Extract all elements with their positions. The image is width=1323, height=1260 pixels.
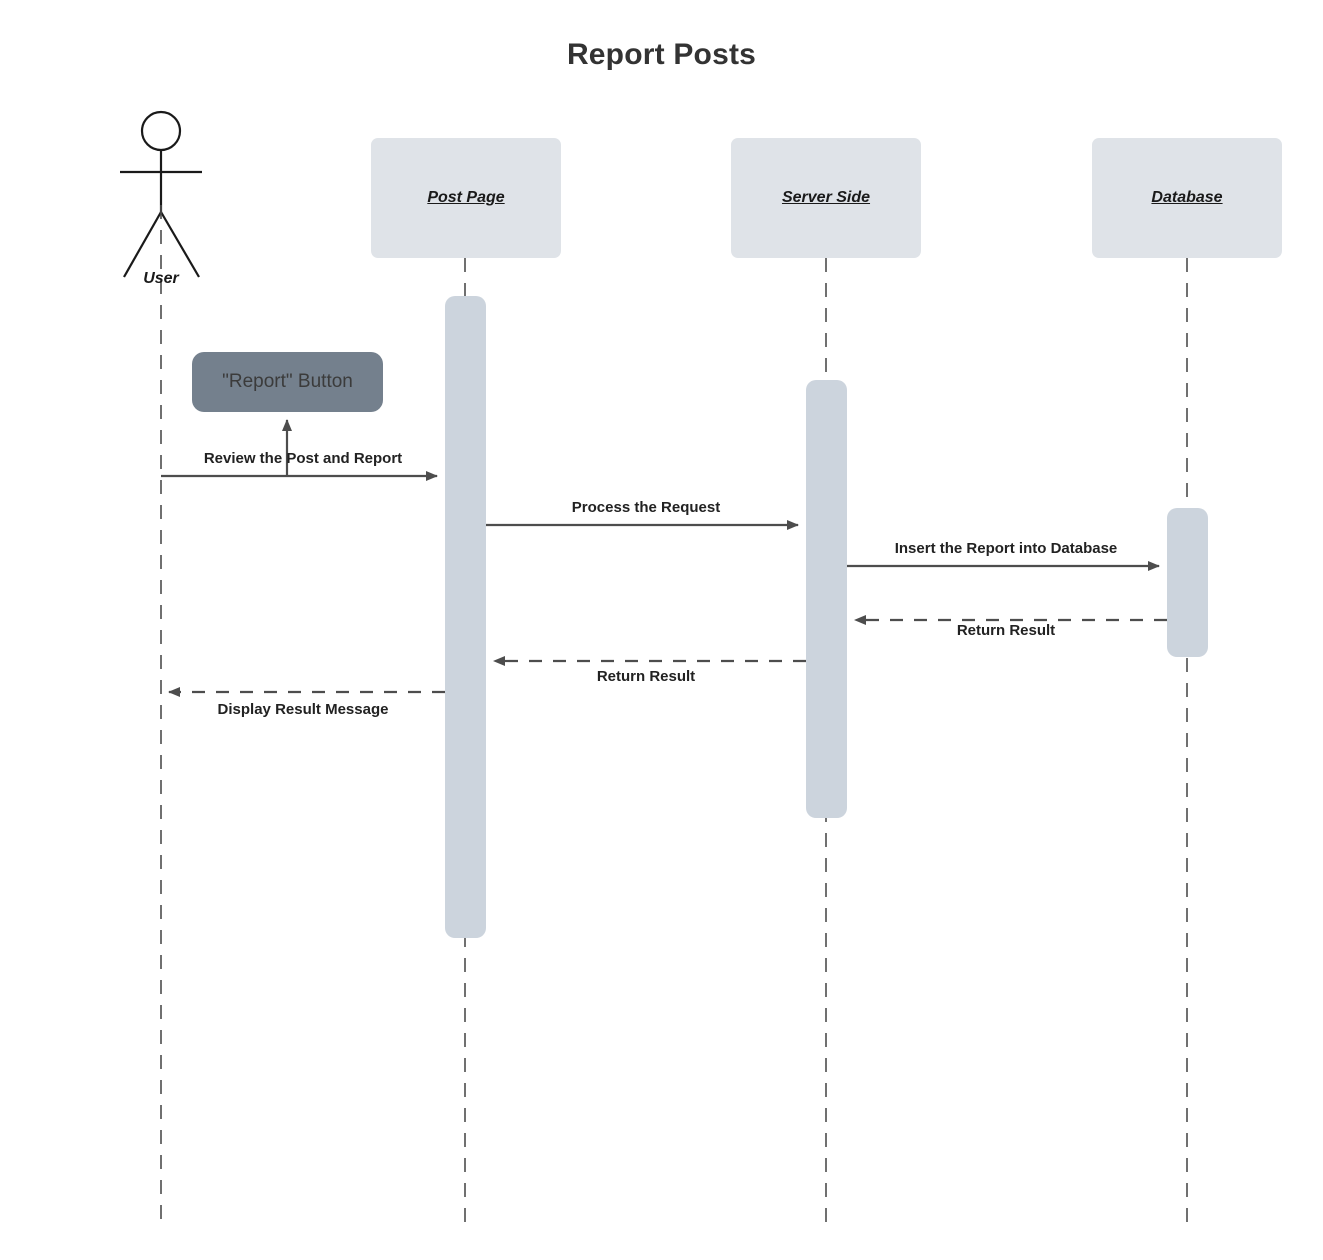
message-label-insert-the-report-into-database: Insert the Report into Database — [894, 540, 1118, 557]
activation-bar-post-page — [445, 296, 486, 938]
page-title: Report Posts — [566, 38, 757, 71]
message-label-review-the-post-and-report: Review the Post and Report — [203, 450, 403, 467]
note-report-button[interactable]: "Report" Button — [192, 352, 383, 412]
activation-bar-database — [1167, 508, 1208, 657]
participant-label-database: Database — [1151, 189, 1223, 206]
participant-label-server-side: Server Side — [781, 189, 871, 206]
note-label-report-button: "Report" Button — [222, 371, 353, 392]
participant-label-post-page: Post Page — [427, 189, 505, 206]
message-label-return-result-server-to-page: Return Result — [596, 668, 696, 685]
participant-box-server-side[interactable]: Server Side — [731, 138, 921, 258]
actor-label-user: User — [143, 270, 179, 287]
message-label-return-result-db-to-server: Return Result — [956, 622, 1056, 639]
actor-user-icon — [120, 110, 202, 278]
message-label-display-result-message: Display Result Message — [217, 701, 389, 718]
activation-bar-server-side — [806, 380, 847, 818]
message-label-process-the-request: Process the Request — [571, 499, 721, 516]
participant-box-post-page[interactable]: Post Page — [371, 138, 561, 258]
participant-box-database[interactable]: Database — [1092, 138, 1282, 258]
